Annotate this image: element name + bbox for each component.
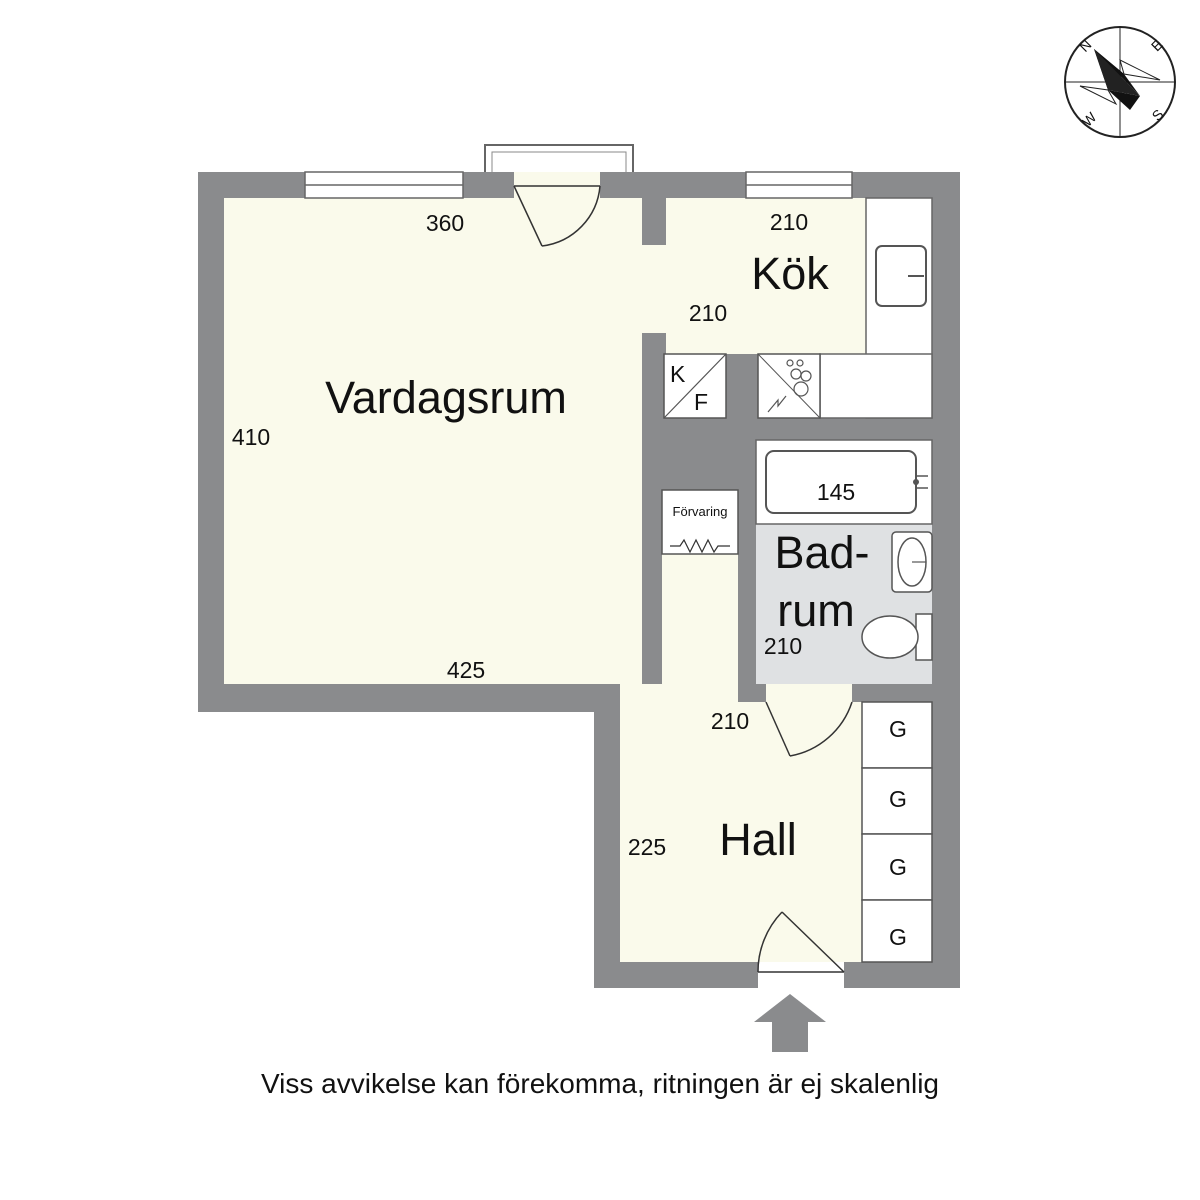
fridge-label: K <box>670 361 686 387</box>
storage-label: Förvaring <box>673 504 728 519</box>
dimension-label: 360 <box>426 210 464 236</box>
wardrobe-label: G <box>889 716 907 742</box>
sink-icon <box>875 245 927 307</box>
dimension-label: 425 <box>447 657 485 683</box>
kitchen-counter-lower <box>819 353 933 419</box>
entrance-arrow-icon <box>754 994 826 1052</box>
wardrobe-label: G <box>889 854 907 880</box>
dimension-label: 210 <box>770 209 808 235</box>
balcony-door <box>513 172 601 247</box>
toilet-icon <box>861 613 933 661</box>
windows <box>304 171 853 199</box>
storage-closet: Förvaring <box>661 489 739 555</box>
dimension-label: 210 <box>764 633 802 659</box>
entrance-door <box>757 911 845 988</box>
freezer-label: F <box>694 389 708 415</box>
wardrobes: G G G G <box>861 701 933 963</box>
dimension-label: 210 <box>711 708 749 734</box>
floors <box>224 198 932 962</box>
washbasin-icon <box>891 531 933 593</box>
dimension-label: 225 <box>628 834 666 860</box>
dimension-label: 145 <box>817 479 855 505</box>
compass-icon: N E S W <box>1064 26 1176 138</box>
room-label-badrum-line2: rum <box>777 585 855 636</box>
vardagsrum-floor <box>224 198 642 684</box>
room-label-kok: Kök <box>751 248 829 299</box>
wardrobe-label: G <box>889 924 907 950</box>
hall-floor <box>620 684 738 702</box>
dimension-label: 210 <box>689 300 727 326</box>
disclaimer-text: Viss avvikelse kan förekomma, ritningen … <box>261 1068 939 1099</box>
bathroom-door <box>765 684 853 757</box>
wardrobe-label: G <box>889 786 907 812</box>
room-label-hall: Hall <box>719 814 797 865</box>
fridge-freezer: K F <box>663 353 727 419</box>
room-label-badrum-line1: Bad- <box>774 527 869 578</box>
stove-icon <box>757 353 821 419</box>
dimension-label: 410 <box>232 424 270 450</box>
room-label-vardagsrum: Vardagsrum <box>325 372 567 423</box>
